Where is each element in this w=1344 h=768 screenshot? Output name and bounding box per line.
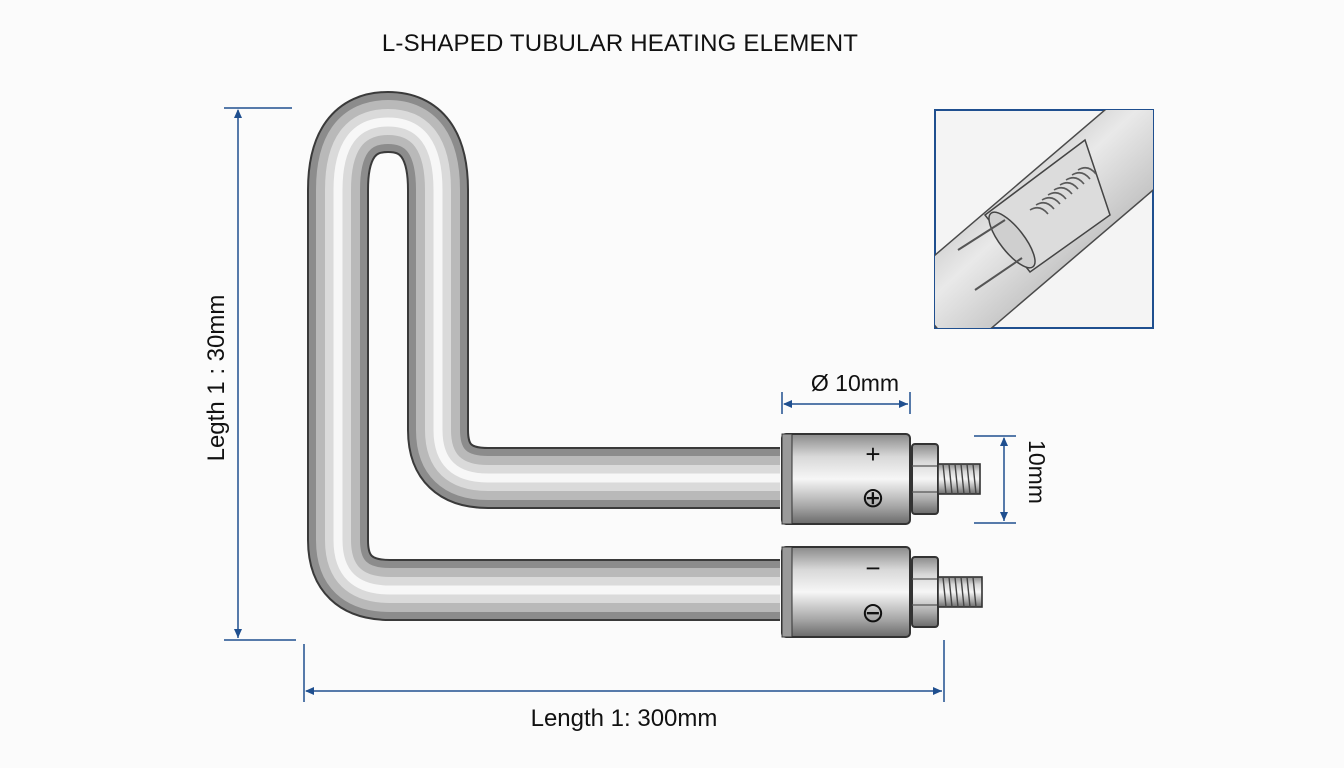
positive-nut xyxy=(911,443,939,515)
horizontal-length-label: Length 1: 300mm xyxy=(531,705,718,732)
cutaway-coil-icon xyxy=(934,109,1154,329)
negative-thread-stud xyxy=(937,576,983,608)
negative-nut xyxy=(911,556,939,628)
diameter-dimension xyxy=(781,392,911,414)
vertical-length-label: Legth 1 : 30mm xyxy=(203,295,230,462)
negative-sign: − xyxy=(865,553,880,583)
negative-symbol-icon: ⊖ xyxy=(861,597,884,628)
positive-thread-stud xyxy=(937,463,981,495)
negative-terminal: − ⊖ xyxy=(781,546,983,638)
diagram-title: L-SHAPED TUBULAR HEATING ELEMENT xyxy=(381,30,859,57)
positive-sign: + xyxy=(865,439,880,469)
horizontal-dimension xyxy=(303,640,945,702)
heating-tube xyxy=(307,91,780,621)
terminal-height-label: 10mm xyxy=(1024,440,1050,504)
terminal-height-dimension xyxy=(974,435,1016,524)
diameter-label: Ø 10mm xyxy=(811,370,899,396)
positive-symbol-icon: ⊕ xyxy=(861,482,884,513)
positive-terminal: + ⊕ xyxy=(781,433,981,525)
vertical-dimension xyxy=(224,107,296,641)
